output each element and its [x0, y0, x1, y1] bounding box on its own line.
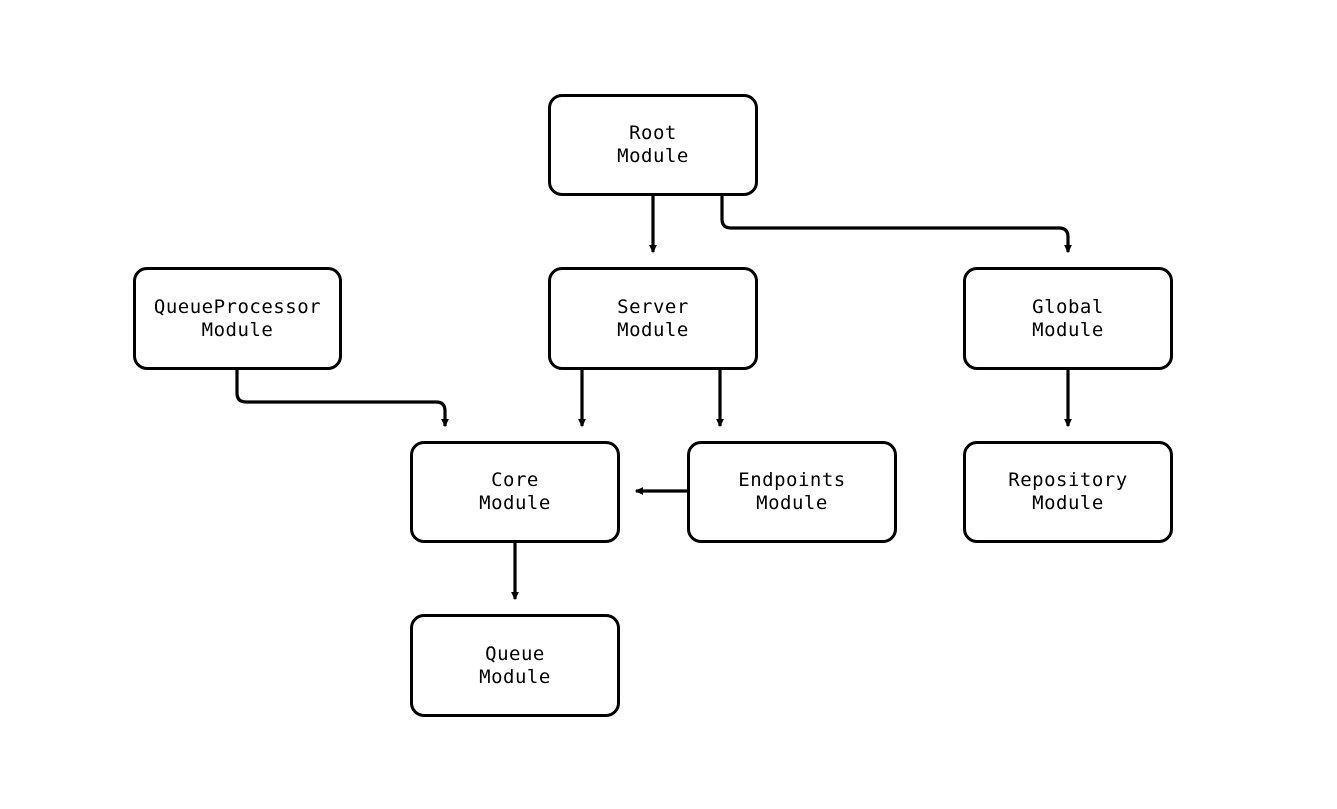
node-label-line1: Queue — [485, 642, 545, 665]
queueprocessor-module-node[interactable]: QueueProcessor Module — [133, 267, 342, 370]
node-label-line2: Module — [1032, 492, 1104, 514]
node-label-line2: Module — [756, 492, 828, 514]
global-module-node[interactable]: Global Module — [963, 267, 1173, 370]
repository-module-node[interactable]: Repository Module — [963, 441, 1173, 543]
edge-root-to-global — [720, 196, 1072, 254]
edge-queueprocessor-to-core — [235, 370, 449, 428]
node-label-line2: Module — [617, 145, 689, 167]
queue-module-node[interactable]: Queue Module — [410, 614, 620, 717]
node-label-line2: Module — [479, 492, 551, 514]
node-label-line1: Repository — [1008, 469, 1128, 491]
node-label-line2: Module — [1032, 318, 1104, 341]
node-label-line1: QueueProcessor — [153, 295, 322, 318]
node-label-line2: Module — [479, 665, 551, 688]
root-module-node[interactable]: Root Module — [548, 94, 758, 196]
node-label-line1: Global — [1032, 295, 1104, 318]
node-label-line2: Module — [201, 318, 274, 341]
node-label-line1: Root — [629, 122, 677, 144]
core-module-node[interactable]: Core Module — [410, 441, 620, 543]
server-module-node[interactable]: Server Module — [548, 267, 758, 370]
node-label-line2: Module — [617, 318, 689, 341]
node-label-line1: Core — [491, 469, 539, 491]
endpoints-module-node[interactable]: Endpoints Module — [687, 441, 897, 543]
node-label-line1: Server — [617, 295, 689, 318]
node-label-line1: Endpoints — [738, 469, 846, 491]
